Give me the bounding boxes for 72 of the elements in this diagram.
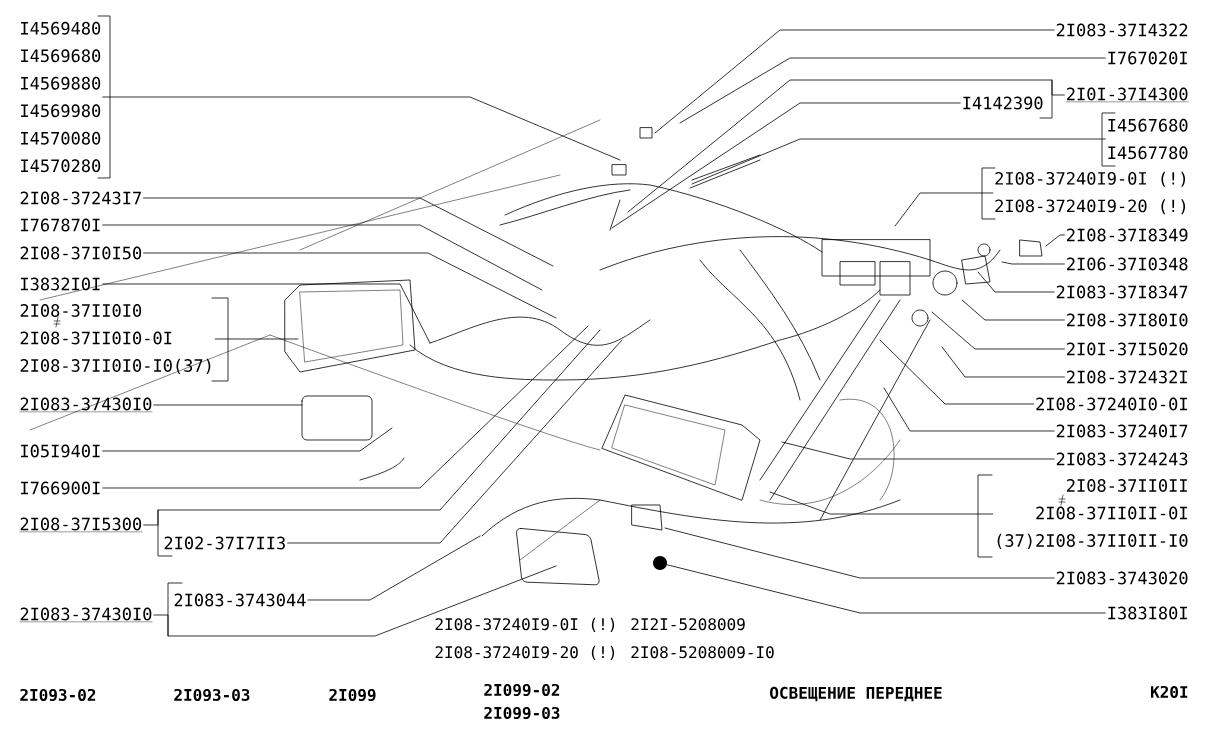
part-number: 2I083-37430I0 bbox=[19, 607, 153, 623]
leader-line bbox=[769, 474, 994, 558]
leader-line bbox=[287, 339, 623, 544]
leader-line bbox=[627, 79, 1065, 213]
leader-line bbox=[941, 346, 1065, 378]
leader-line bbox=[143, 329, 601, 557]
leader-line bbox=[879, 339, 1035, 405]
leader-line bbox=[102, 325, 589, 489]
leader-line bbox=[211, 297, 299, 382]
leader-line bbox=[153, 565, 557, 637]
leader-line bbox=[143, 252, 557, 319]
part-number: I4142390 bbox=[963, 96, 1043, 110]
part-number: 2I08-37I80I0 bbox=[1067, 313, 1188, 327]
leader-line bbox=[961, 299, 1065, 321]
part-number: I05I940I bbox=[21, 444, 100, 458]
part-number: 2I083-37I4322 bbox=[1056, 23, 1188, 37]
leader-line bbox=[781, 441, 1055, 460]
part-number: I766900I bbox=[21, 481, 100, 495]
part-number: 2I06-37I0348 bbox=[1067, 257, 1188, 271]
model-code: 2I093-02 bbox=[20, 688, 96, 702]
part-number: 2I08-37I8349 bbox=[1067, 228, 1188, 242]
note-text: 2I08-37240I9-20 (!) 2I08-5208009-I0 bbox=[435, 645, 774, 661]
part-number: 2I08-37243I7 bbox=[20, 191, 141, 205]
leader-line bbox=[1045, 234, 1065, 247]
leader-line bbox=[679, 57, 1106, 124]
part-number: I4567680 I4567780 bbox=[1108, 118, 1188, 160]
note-text: 2I08-37240I9-0I (!) 2I2I-5208009 bbox=[435, 617, 745, 633]
part-number: I3832I0I bbox=[21, 277, 100, 291]
part-number: I4569480 I4569680 I4569880 I4569980 I4570080 I4570280 bbox=[21, 21, 101, 173]
model-code: 2I099-03 bbox=[484, 706, 560, 720]
part-number: 2I0I-37I5020 bbox=[1067, 342, 1188, 356]
leader-line bbox=[1001, 261, 1065, 265]
leader-line bbox=[664, 527, 1055, 579]
leader-line bbox=[307, 535, 481, 601]
leader-line bbox=[143, 197, 554, 267]
leader-line bbox=[654, 29, 1055, 134]
leader-line bbox=[691, 112, 1116, 185]
part-number: I767020I bbox=[1108, 51, 1187, 65]
part-number: 2I083-37430I0 bbox=[19, 397, 153, 413]
part-number: I767870I bbox=[21, 218, 100, 232]
model-code: 2I099 bbox=[329, 688, 376, 702]
part-number: 2I08-372432I bbox=[1067, 370, 1187, 384]
part-number: 2I02-37I7II3 bbox=[164, 536, 285, 550]
leader-line bbox=[883, 387, 1055, 432]
model-code: 2I093-03 bbox=[174, 688, 250, 702]
grommet-part bbox=[653, 556, 667, 570]
part-number: 2I083-3743044 bbox=[174, 593, 306, 607]
leader-line bbox=[102, 427, 393, 452]
part-number: 2I08-37II0I0 2I08-37II0I0-0I 2I08-37II0I0-I0(37) bbox=[20, 304, 211, 374]
part-number: 2I08-37I0I50 bbox=[20, 246, 142, 260]
leader-line bbox=[102, 224, 543, 291]
part-number: 2I083-37240I7 bbox=[1056, 424, 1188, 438]
leader-line bbox=[977, 271, 1055, 293]
part-number: 2I083-3724243 bbox=[1056, 452, 1188, 466]
part-number: 2I083-3743020 bbox=[1056, 571, 1188, 585]
leader-line bbox=[97, 15, 621, 179]
leader-line bbox=[153, 404, 303, 406]
page-title: ОСВЕЩЕНИЕ ПЕРЕДНЕЕ bbox=[770, 686, 942, 702]
part-number: 2I0I-37I4300 bbox=[1065, 87, 1189, 103]
part-number: 2I08-37II0II 2I08-37II0II-0I (37)2I08-37II0II-I0 bbox=[997, 479, 1188, 549]
leader-line bbox=[931, 311, 1065, 350]
leader-line bbox=[611, 102, 961, 229]
part-number: 2I08-37I5300 bbox=[19, 517, 143, 533]
model-code: 2I099-02 bbox=[484, 683, 560, 697]
part-number: 2I08-37240I0-0I bbox=[1036, 397, 1187, 411]
part-number: 2I083-37I8347 bbox=[1056, 285, 1188, 299]
model-code: K20I bbox=[1151, 685, 1188, 699]
leader-line bbox=[666, 564, 1106, 614]
part-number: 2I08-37240I9-0I (!) 2I08-37240I9-20 (!) bbox=[995, 171, 1186, 215]
leader-line bbox=[894, 167, 996, 227]
part-number: I383I80I bbox=[1108, 606, 1187, 620]
leader-line bbox=[102, 283, 431, 344]
